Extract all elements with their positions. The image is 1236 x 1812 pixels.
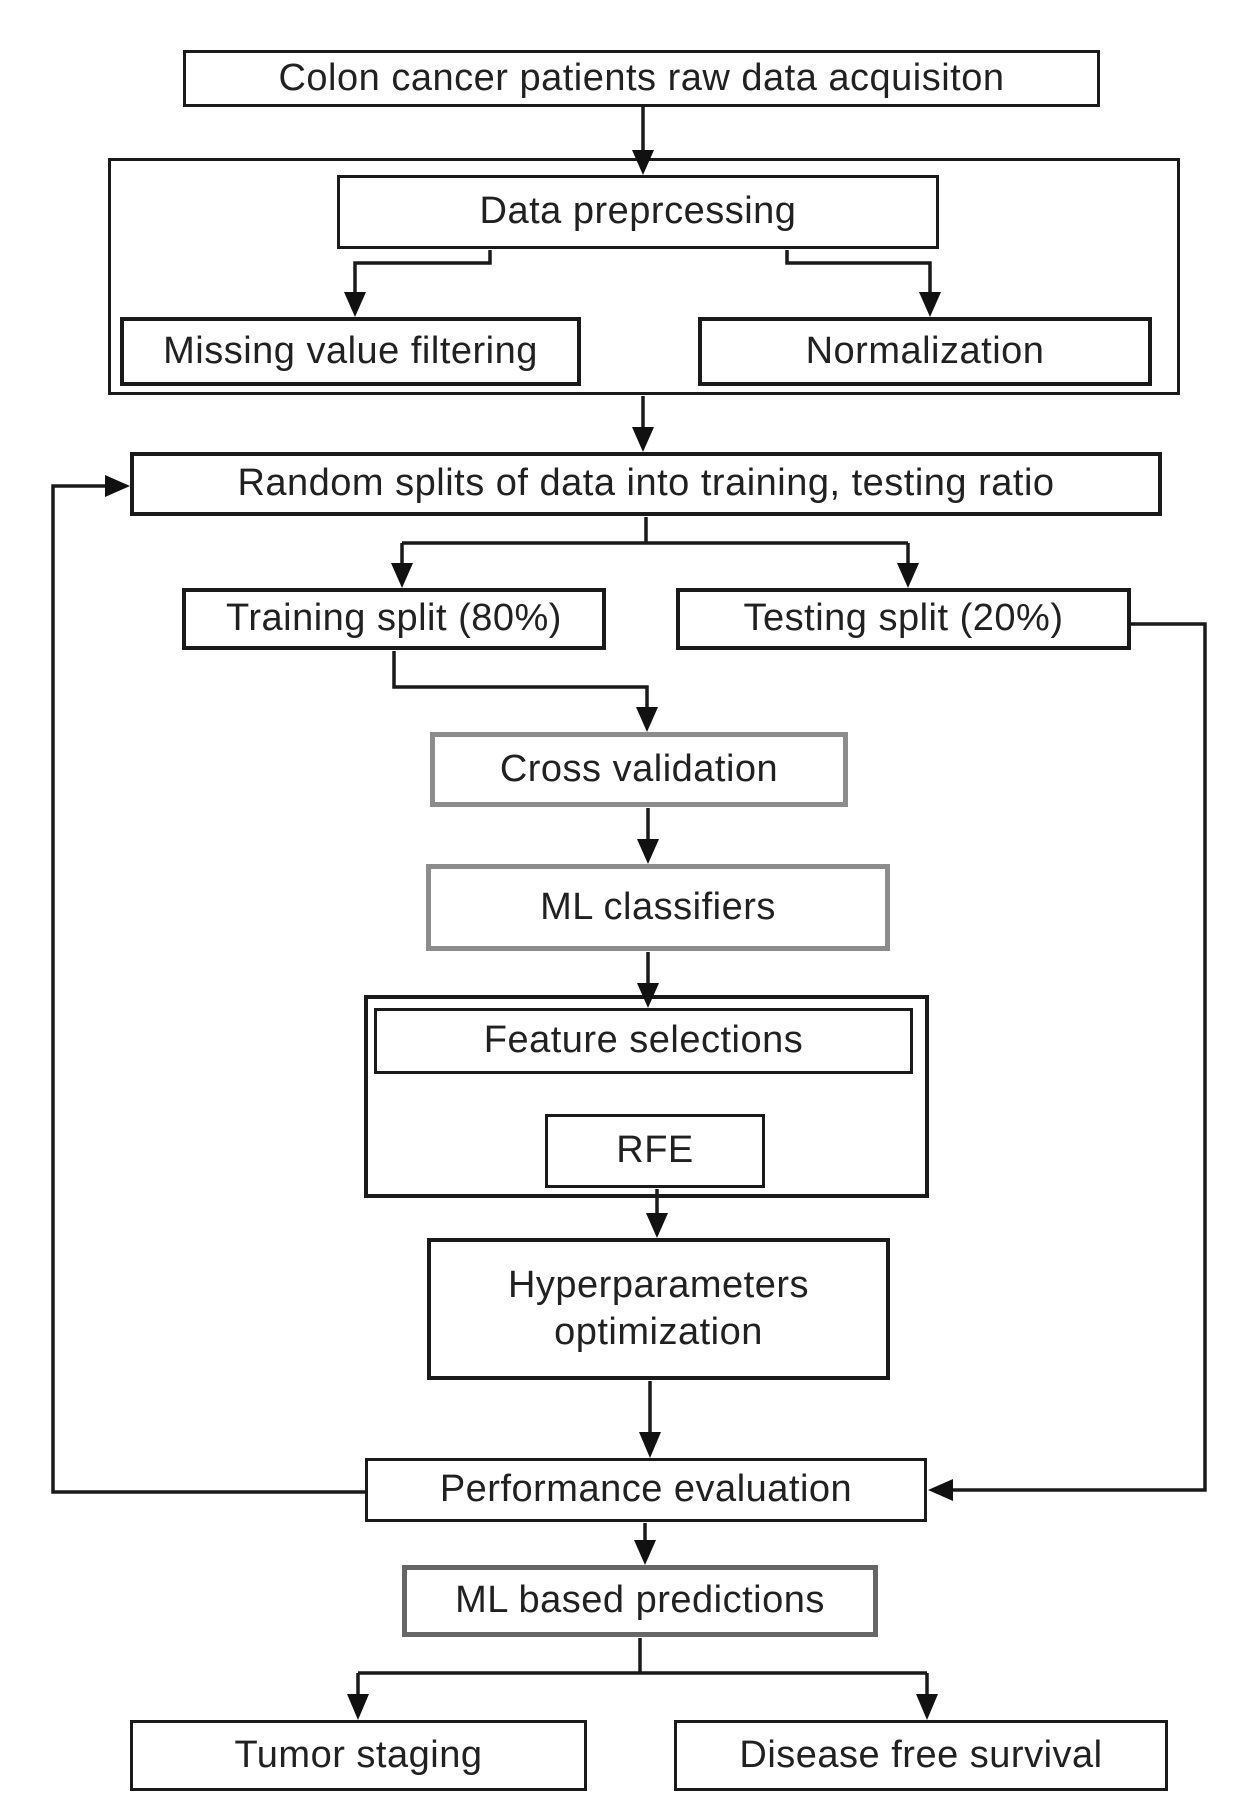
node-normalization: Normalization xyxy=(698,317,1152,386)
node-training-split: Training split (80%) xyxy=(182,588,606,650)
arrowhead-into-random-splits-left xyxy=(105,475,130,497)
edge-randomsplits-branches xyxy=(400,517,910,564)
arrowhead-into-ml-predictions xyxy=(634,1540,656,1565)
node-cross-validation: Cross validation xyxy=(430,732,848,807)
arrowhead-into-disease-free-survival xyxy=(916,1694,938,1720)
arrowhead-into-cross-validation xyxy=(636,707,658,732)
node-raw-data-acquisition: Colon cancer patients raw data acquisito… xyxy=(183,50,1100,107)
arrowhead-into-ml-classifiers xyxy=(637,839,659,864)
node-testing-split: Testing split (20%) xyxy=(676,588,1131,650)
arrowhead-into-performance-top xyxy=(639,1432,661,1458)
arrowhead-into-performance-right xyxy=(928,1479,953,1501)
arrowhead-into-random-splits xyxy=(632,427,654,452)
node-random-splits: Random splits of data into training, tes… xyxy=(130,452,1162,516)
node-data-preprocessing: Data preprcessing xyxy=(337,175,939,249)
node-feature-selections: Feature selections xyxy=(374,1008,913,1074)
node-hyperparameters-optimization: Hyperparameters optimization xyxy=(427,1238,890,1380)
edge-training-crossvalidation xyxy=(392,651,649,708)
node-performance-evaluation: Performance evaluation xyxy=(365,1458,927,1522)
arrowhead-into-training-split xyxy=(391,563,413,588)
arrowhead-into-testing-split xyxy=(897,563,919,588)
node-missing-value-filtering: Missing value filtering xyxy=(120,317,581,386)
node-rfe: RFE xyxy=(545,1114,765,1188)
edge-mlpredictions-branches xyxy=(356,1638,929,1695)
arrowhead-into-tumor-staging xyxy=(347,1694,369,1720)
node-ml-based-predictions: ML based predictions xyxy=(402,1565,878,1637)
node-ml-classifiers: ML classifiers xyxy=(426,864,890,951)
node-tumor-staging: Tumor staging xyxy=(130,1720,587,1791)
node-disease-free-survival: Disease free survival xyxy=(674,1720,1168,1791)
arrowhead-into-hyperparameters xyxy=(646,1213,668,1238)
edge-testing-performance xyxy=(953,622,1207,1492)
